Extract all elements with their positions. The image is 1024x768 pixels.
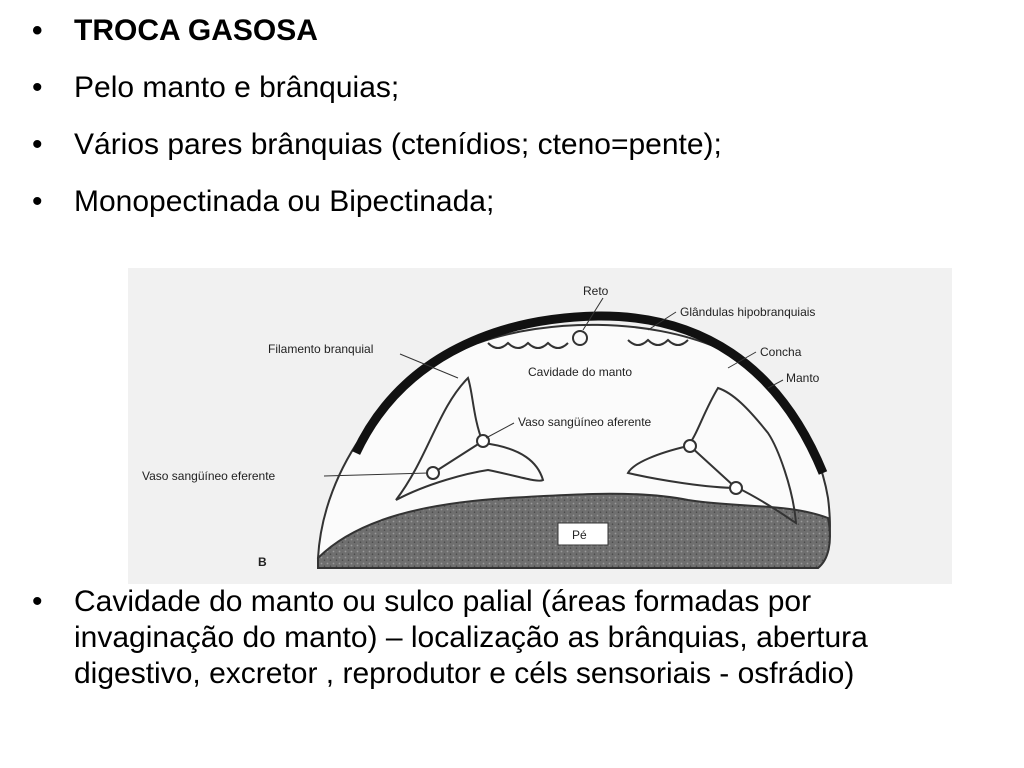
bullet-manto-branquias: Pelo manto e brânquias; <box>32 70 399 106</box>
right-afferent-vessel <box>683 439 697 453</box>
bullet-pectinada: Monopectinada ou Bipectinada; <box>32 184 494 220</box>
label-filamento: Filamento branquial <box>268 342 373 356</box>
rectum-circle <box>572 330 588 346</box>
label-glandulas: Glândulas hipobranquiais <box>680 305 815 319</box>
left-efferent-vessel <box>426 466 440 480</box>
label-reto: Reto <box>583 284 609 298</box>
hypobranchial-glands <box>487 338 689 349</box>
bullet-troca-gasosa: TROCA GASOSA <box>32 13 318 49</box>
label-concha: Concha <box>760 345 802 359</box>
label-cavidade: Cavidade do manto <box>528 365 632 379</box>
shell-arc <box>351 311 828 475</box>
mantle-cavity-diagram: Reto Glândulas hipobranquiais Filamento … <box>128 268 952 584</box>
label-letra-b: B <box>258 555 267 569</box>
right-efferent-vessel <box>729 481 743 495</box>
foot-label-box <box>557 522 609 546</box>
paragraph-cavidade-manto: Cavidade do manto ou sulco palial (áreas… <box>32 584 994 692</box>
paragraph-line-1: Cavidade do manto ou sulco palial (áreas… <box>74 585 812 618</box>
right-gill-axis <box>689 445 737 489</box>
label-manto: Manto <box>786 371 820 385</box>
leader-lines <box>323 297 784 477</box>
diagram-svg: Reto Glândulas hipobranquiais Filamento … <box>128 268 952 584</box>
paragraph-line-2: invaginação do manto) – localização as b… <box>74 621 868 654</box>
label-pe: Pé <box>572 528 587 542</box>
label-vaso-aferente: Vaso sangüíneo aferente <box>518 415 652 429</box>
paragraph-line-3: digestivo, excretor , reprodutor e céls … <box>74 657 855 690</box>
left-gill-axis <box>432 440 484 474</box>
label-vaso-eferente: Vaso sangüíneo eferente <box>142 469 276 483</box>
bullet-pares-branquias: Vários pares brânquias (ctenídios; cteno… <box>32 127 722 163</box>
